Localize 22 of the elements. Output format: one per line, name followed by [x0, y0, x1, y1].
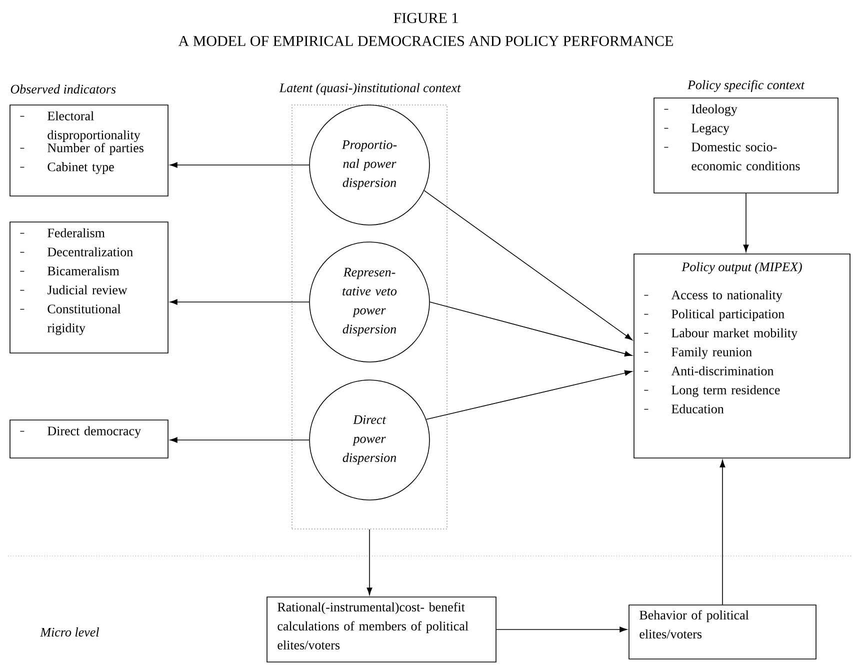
arrow: [366, 529, 372, 596]
arrow: [170, 437, 310, 443]
text-box: Behavior of political elites/voters: [628, 604, 816, 660]
level-label: Micro level: [40, 627, 99, 637]
arrow: [424, 190, 632, 340]
text-box: Electoral disproportionality Number of parties Cabinet type: [10, 104, 168, 196]
figure-title: A MODEL OF EMPIRICAL DEMOCRACIES AND POLICY PERFORMANCE: [178, 36, 673, 46]
text-box: Direct democracy: [10, 420, 168, 458]
text-box: Policy output (MIPEX) Access to nationality Political participation Labour market mobility Family reunion Anti-discrimination Long term residence Education: [634, 254, 850, 458]
arrow: [170, 162, 310, 168]
text-box: Rational(-instrumental)cost- benefit calculations of members of political elites/voters: [266, 596, 496, 662]
node-label: Latent (quasi-)institutional context: [279, 83, 461, 95]
text-box: Policy specific context Ideology Legacy Domestic socio- economic conditions: [654, 80, 838, 194]
arrow: [430, 302, 632, 356]
arrow: [426, 370, 632, 420]
arrow: [496, 626, 628, 632]
arrow: [743, 193, 749, 252]
arrow: [170, 299, 310, 305]
figure-title: FIGURE 1: [394, 12, 458, 24]
arrow: [720, 460, 726, 605]
node-label: Policy specific context: [687, 80, 805, 92]
text-box: Federalism Decentralization Bicameralism Judicial review Constitutional rigidity: [10, 222, 168, 354]
